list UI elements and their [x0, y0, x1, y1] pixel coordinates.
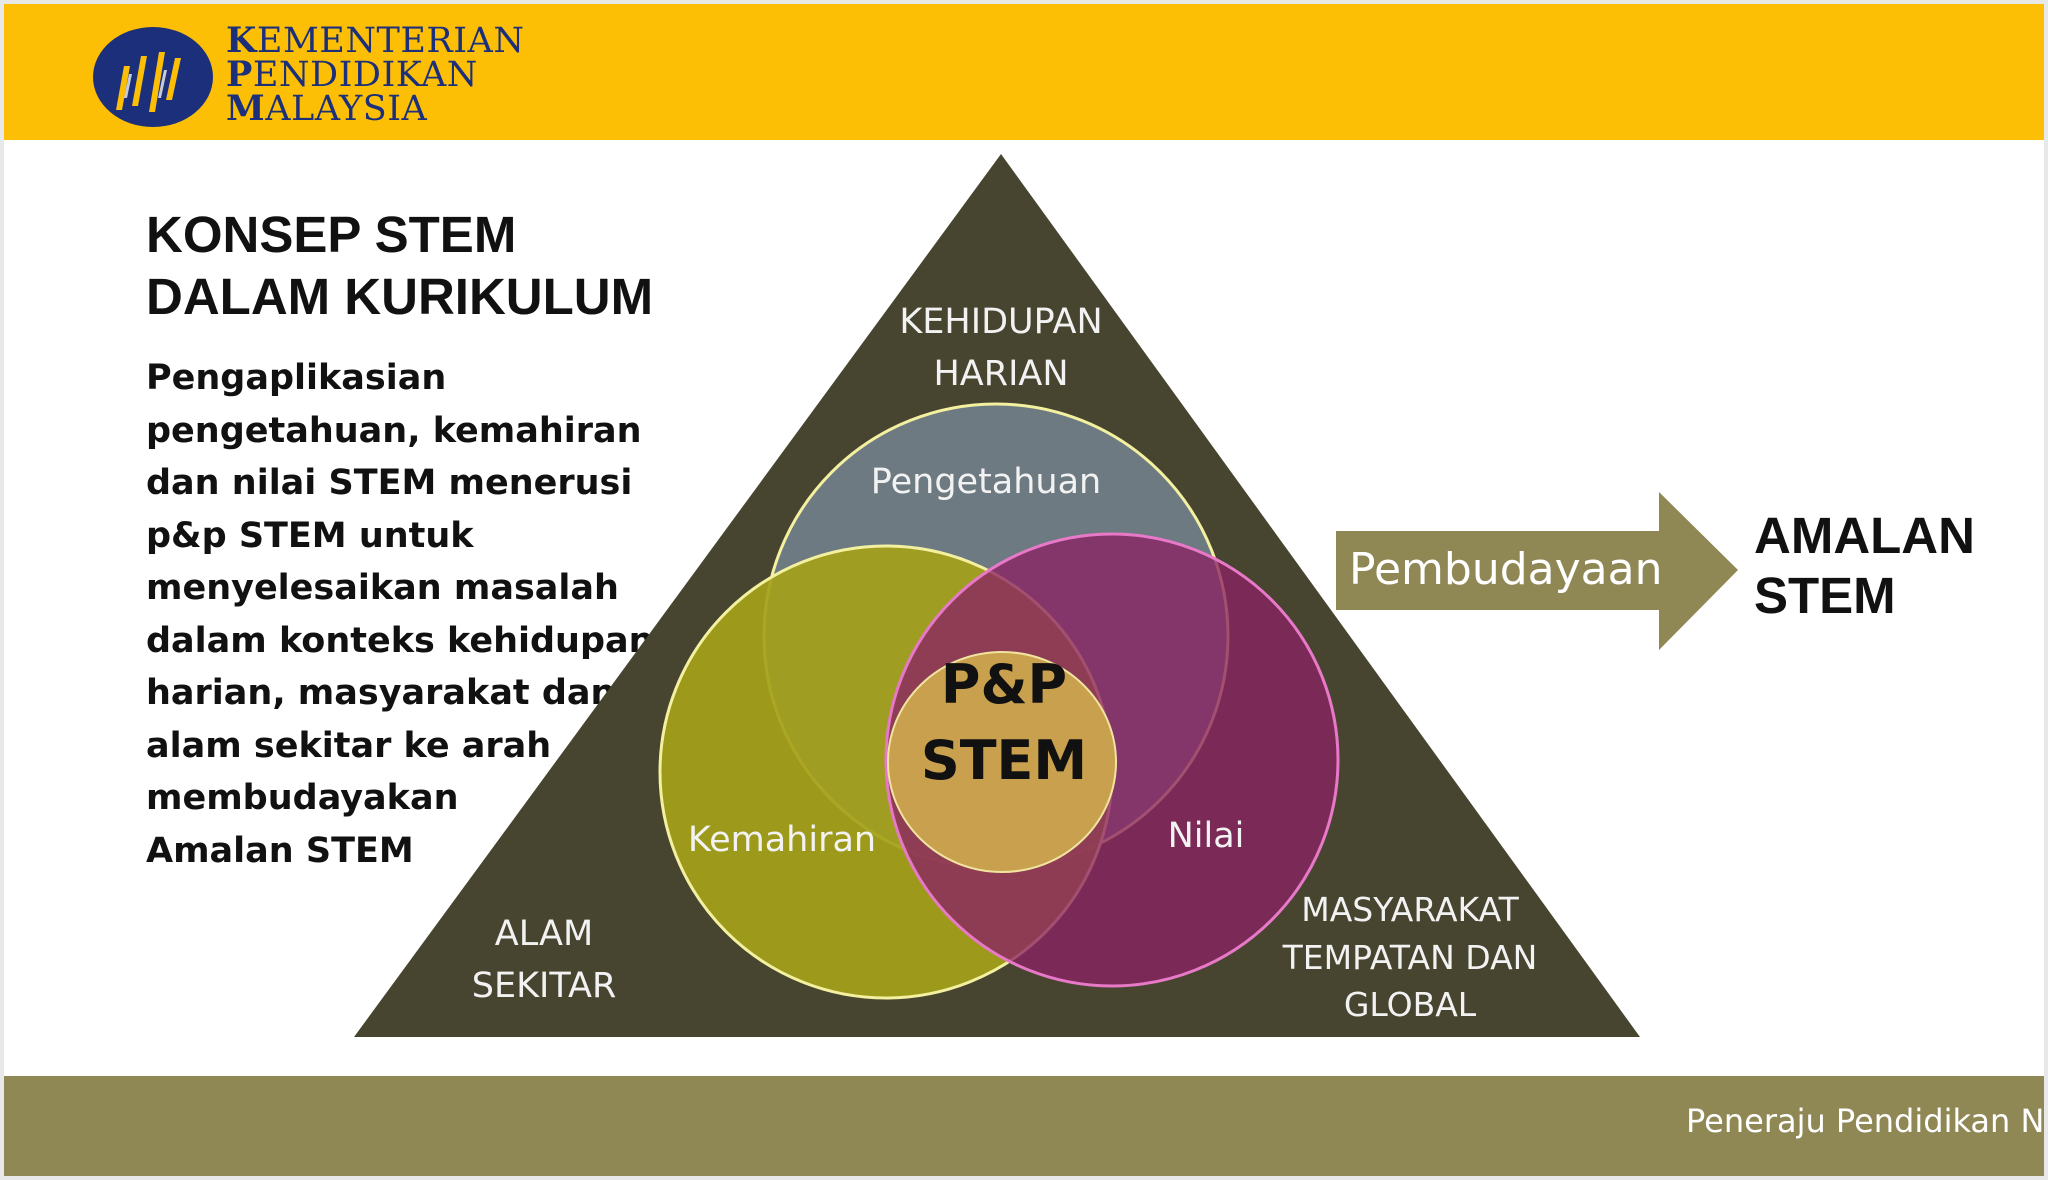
description-line: membudayakan — [146, 778, 459, 818]
description-line: dalam konteks kehidupan — [146, 620, 654, 661]
description-line: Amalan STEM — [146, 830, 414, 871]
ministry-name-line-3: MALAYSIA — [226, 88, 428, 129]
corner-label-bottom-right-line-2: TEMPATAN DAN — [1282, 938, 1538, 977]
corner-label-bottom-left-line-1: ALAM — [495, 914, 593, 954]
description-line: pengetahuan, kemahiran — [146, 410, 642, 451]
circle-label-nilai: Nilai — [1168, 816, 1245, 856]
corner-label-bottom-right-line-1: MASYARAKAT — [1301, 890, 1519, 929]
description-line: p&p STEM untuk — [146, 515, 474, 556]
corner-label-top-line-1: KEHIDUPAN — [899, 302, 1102, 342]
footer-tagline: Peneraju Pendidikan N — [1686, 1102, 2044, 1140]
stem-concept-diagram: KEHIDUPAN HARIAN ALAM SEKITAR MASYARAKAT… — [354, 154, 1738, 1037]
amalan-stem-line-2: STEM — [1754, 567, 1896, 624]
description-line: harian, masyarakat dan — [146, 673, 616, 713]
description-line: Pengaplikasian — [146, 358, 447, 398]
slide-title-line-2: DALAM KURIKULUM — [146, 268, 654, 325]
ministry-name: KEMENTERIAN PENDIDIKAN MALAYSIA — [226, 20, 525, 129]
circle-label-kemahiran: Kemahiran — [688, 820, 876, 860]
description-line: menyelesaikan masalah — [146, 568, 619, 608]
concept-description: Pengaplikasian pengetahuan, kemahiran da… — [146, 352, 654, 877]
slide-title: KONSEP STEM DALAM KURIKULUM — [146, 204, 653, 328]
circle-label-pengetahuan: Pengetahuan — [871, 462, 1102, 502]
center-pp-stem — [887, 651, 1117, 873]
slide-title-line-1: KONSEP STEM — [146, 206, 517, 263]
footer-band: Peneraju Pendidikan N — [4, 1076, 2044, 1176]
ministry-logo-icon — [93, 27, 213, 127]
corner-label-bottom-left-line-2: SEKITAR — [472, 966, 617, 1006]
arrow-label: Pembudayaan — [1349, 544, 1662, 595]
slide: KEMENTERIAN PENDIDIKAN MALAYSIA KONSEP S… — [4, 4, 2044, 1176]
corner-label-bottom-right-line-3: GLOBAL — [1344, 985, 1477, 1024]
header-band: KEMENTERIAN PENDIDIKAN MALAYSIA — [4, 4, 2044, 140]
amalan-stem: AMALAN STEM — [1754, 506, 1975, 626]
center-label-line-1: P&P — [941, 653, 1067, 716]
amalan-stem-line-1: AMALAN — [1754, 507, 1975, 564]
ministry-name-line-2: PENDIDIKAN — [226, 54, 478, 95]
ministry-name-line-1: KEMENTERIAN — [226, 20, 525, 61]
center-label-line-2: STEM — [921, 729, 1087, 792]
pembudayaan-arrow — [1336, 492, 1738, 650]
description-line: alam sekitar ke arah — [146, 725, 552, 766]
description-line: dan nilai STEM menerusi — [146, 463, 633, 503]
corner-label-top-line-2: HARIAN — [933, 354, 1068, 394]
